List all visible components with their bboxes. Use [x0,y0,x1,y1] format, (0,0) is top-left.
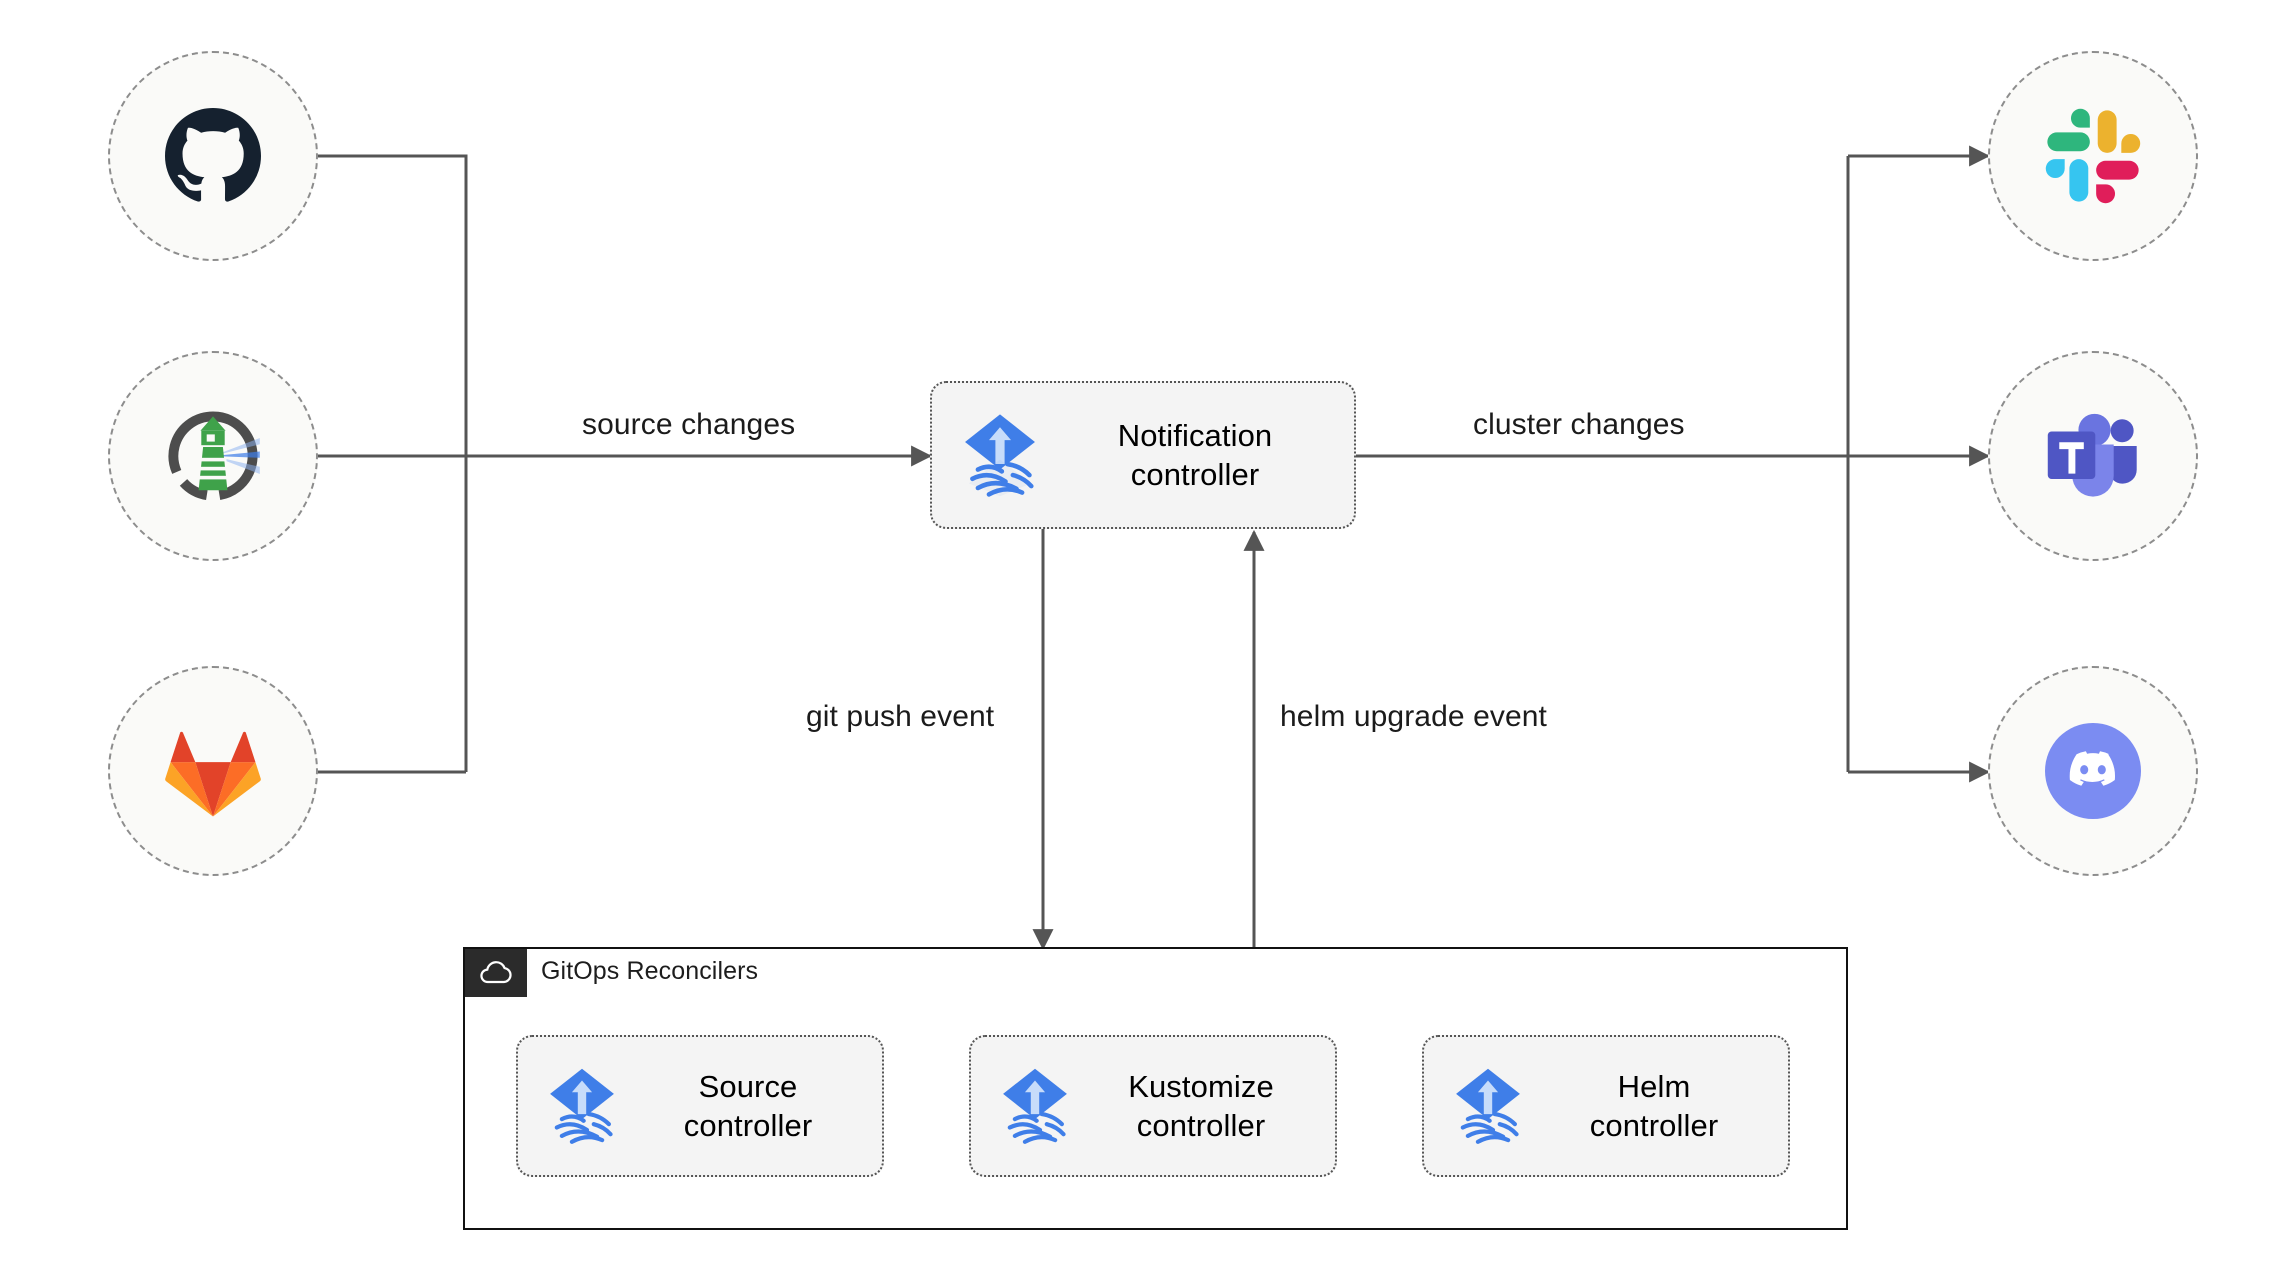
flux-icon [954,407,1046,504]
source-node-github[interactable] [108,51,318,261]
notification-controller-box[interactable]: Notification controller [930,381,1356,529]
source-node-gitlab[interactable] [108,666,318,876]
edge-label-helm-upgrade-event: helm upgrade event [1280,700,1547,733]
edge-notification-to-targets [1356,145,1991,783]
cloud-icon [465,949,527,997]
source-controller-label: Source controller [683,1068,813,1143]
target-node-microsoft-teams[interactable] [1988,351,2198,561]
target-node-discord[interactable] [1988,666,2198,876]
source-controller-box[interactable]: Source controller [516,1035,884,1177]
gitops-reconcilers-title: GitOps Reconcilers [541,957,759,985]
edge-label-source-changes: source changes [582,408,796,441]
helm-controller-label: Helm controller [1589,1068,1719,1143]
edge-label-cluster-changes: cluster changes [1473,408,1685,441]
microsoft-teams-icon [2043,410,2143,502]
lighthouse-icon [159,402,267,510]
gitlab-icon [165,725,261,817]
discord-icon [2043,721,2143,821]
github-icon [165,108,261,204]
kustomize-controller-box[interactable]: Kustomize controller [969,1035,1337,1177]
flux-icon [540,1062,624,1151]
edge-label-git-push-event: git push event [806,700,995,733]
helm-controller-box[interactable]: Helm controller [1422,1035,1790,1177]
edge-sources-to-notification [318,154,933,774]
slack-icon [2045,108,2141,204]
target-node-slack[interactable] [1988,51,2198,261]
kustomize-controller-label: Kustomize controller [1128,1068,1274,1143]
flux-icon [1446,1062,1530,1151]
flux-icon [993,1062,1077,1151]
source-node-lighthouse[interactable] [108,351,318,561]
notification-controller-label: Notification controller [1117,417,1273,492]
